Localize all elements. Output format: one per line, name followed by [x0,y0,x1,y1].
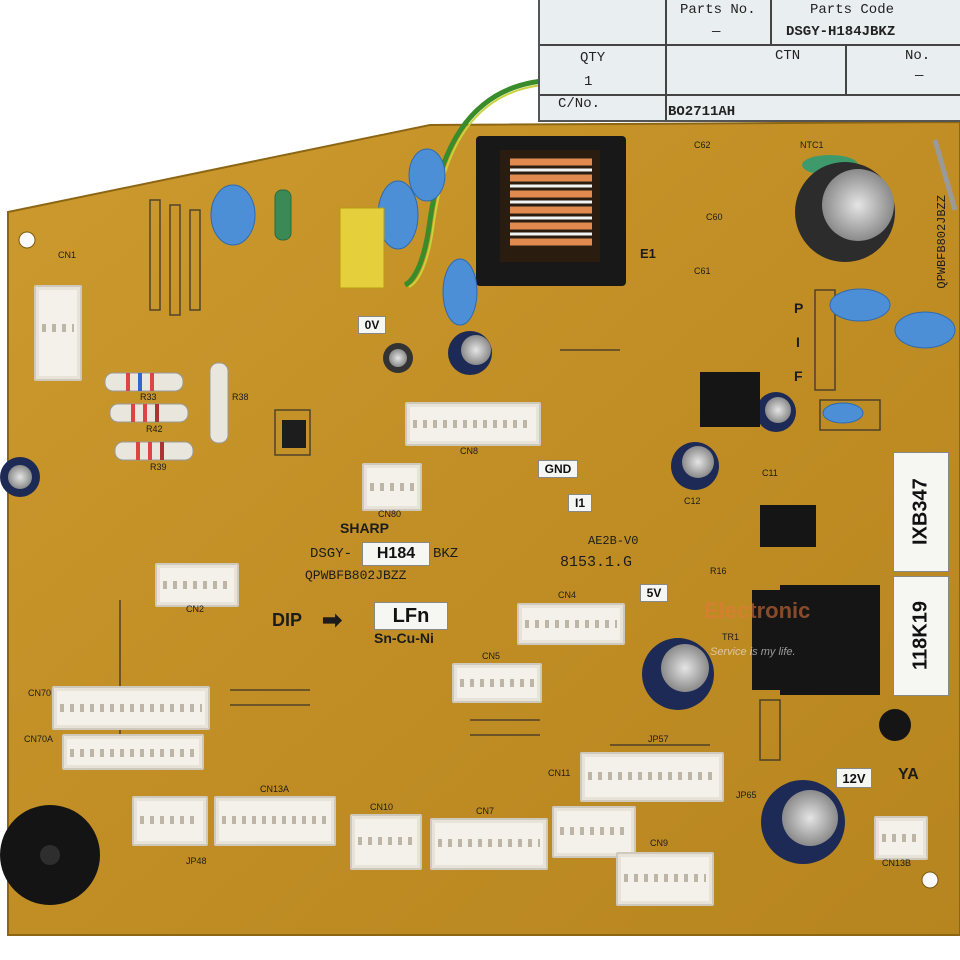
label-p: P [794,300,804,316]
designator-r33: R33 [140,392,157,402]
connector-cn10 [350,814,422,870]
designator-jp48: JP48 [186,856,207,866]
designator-r38: R38 [232,392,249,402]
sticker-ixb347: IXB347 [893,452,949,572]
board-code-vertical: QPWBFB802JBZZ [935,195,949,289]
connector-cn7 [430,818,548,870]
designator-cn70a: CN70A [24,734,54,744]
designator-ntc1: NTC1 [800,140,824,150]
lot-value: BO2711AH [668,104,736,120]
connector-cn-left [132,796,208,846]
designator-c60: C60 [706,212,723,222]
connector-cn70 [52,686,210,730]
model-suffix: BKZ [433,546,459,562]
maker-logo: SHARP [340,520,390,536]
label-f: F [794,368,803,384]
connector-cn80 [362,463,422,511]
designator-cn8: CN8 [460,446,479,456]
connector-cn2 [155,563,239,607]
parts-label-card: Parts No. Parts Code — DSGY-H184JBKZ QTY… [538,0,960,122]
lot-header: C/No. [558,96,601,112]
label-i: I [796,334,800,350]
cert-marking: AE2B-V0 [588,534,639,548]
designator-r39: R39 [150,462,167,472]
connector-cn5 [452,663,542,703]
designator-cn70: CN70 [28,688,52,698]
connector-cn13b [874,816,928,860]
lot-marking: 8153.1.G [560,554,633,571]
label-12v: 12V [836,768,872,788]
label-e1: E1 [640,246,656,261]
qty-value: 1 [584,74,593,90]
designator-c61: C61 [694,266,711,276]
designator-jp65: JP65 [736,790,757,800]
lf-label: LFn [374,602,448,630]
parts-no-value: — [712,24,721,40]
connector-cn4 [517,603,625,645]
designator-jp57: JP57 [648,734,669,744]
parts-code-value: DSGY-H184JBKZ [786,24,896,40]
designator-cn80: CN80 [378,509,402,519]
connector-cn70a [62,734,204,770]
designator-c62: C62 [694,140,711,150]
designator-cn11: CN11 [548,768,571,778]
no-header: No. [905,48,931,64]
designator-cn13b: CN13B [882,858,912,868]
designator-cn1: CN1 [58,250,77,260]
label-5v: 5V [640,584,668,602]
connector-cn9 [616,852,714,906]
sticker-118k19: 118K19 [893,576,949,696]
connector-cn11 [580,752,724,802]
designator-cn13a: CN13A [260,784,290,794]
qty-header: QTY [580,50,606,66]
watermark-slogan: Service is my life. [710,646,796,658]
dip-arrow-icon: ➡ [322,607,343,634]
parts-code-header: Parts Code [810,2,895,18]
designator-cn5: CN5 [482,651,501,661]
connector-cn9-top [552,806,636,858]
designator-cn9: CN9 [650,838,669,848]
solder-label: Sn-Cu-Ni [374,630,434,646]
connector-cn1 [34,285,82,381]
model-box: H184 [362,542,430,566]
label-gnd: GND [538,460,578,478]
no-value: — [915,68,924,84]
designator-r42: R42 [146,424,163,434]
watermark-brand: Electronic [704,598,811,623]
board-code: QPWBFB802JBZZ [305,568,407,583]
designator-tr1: TR1 [722,632,740,642]
connector-cn8 [405,402,541,446]
designator-r16: R16 [710,566,727,576]
designator-c12: C12 [684,496,701,506]
dip-label: DIP [272,610,303,630]
parts-no-header: Parts No. [680,2,756,18]
designator-cn10: CN10 [370,802,394,812]
ctn-header: CTN [775,48,801,64]
model-prefix: DSGY- [310,546,353,562]
connector-cn13a [214,796,336,846]
designator-cn4: CN4 [558,590,577,600]
label-i1: I1 [568,494,592,512]
label-ya: YA [898,766,919,783]
designator-cn7: CN7 [476,806,495,816]
label-0v: 0V [358,316,386,334]
designator-c11: C11 [762,468,778,478]
designator-cn2: CN2 [186,604,205,614]
